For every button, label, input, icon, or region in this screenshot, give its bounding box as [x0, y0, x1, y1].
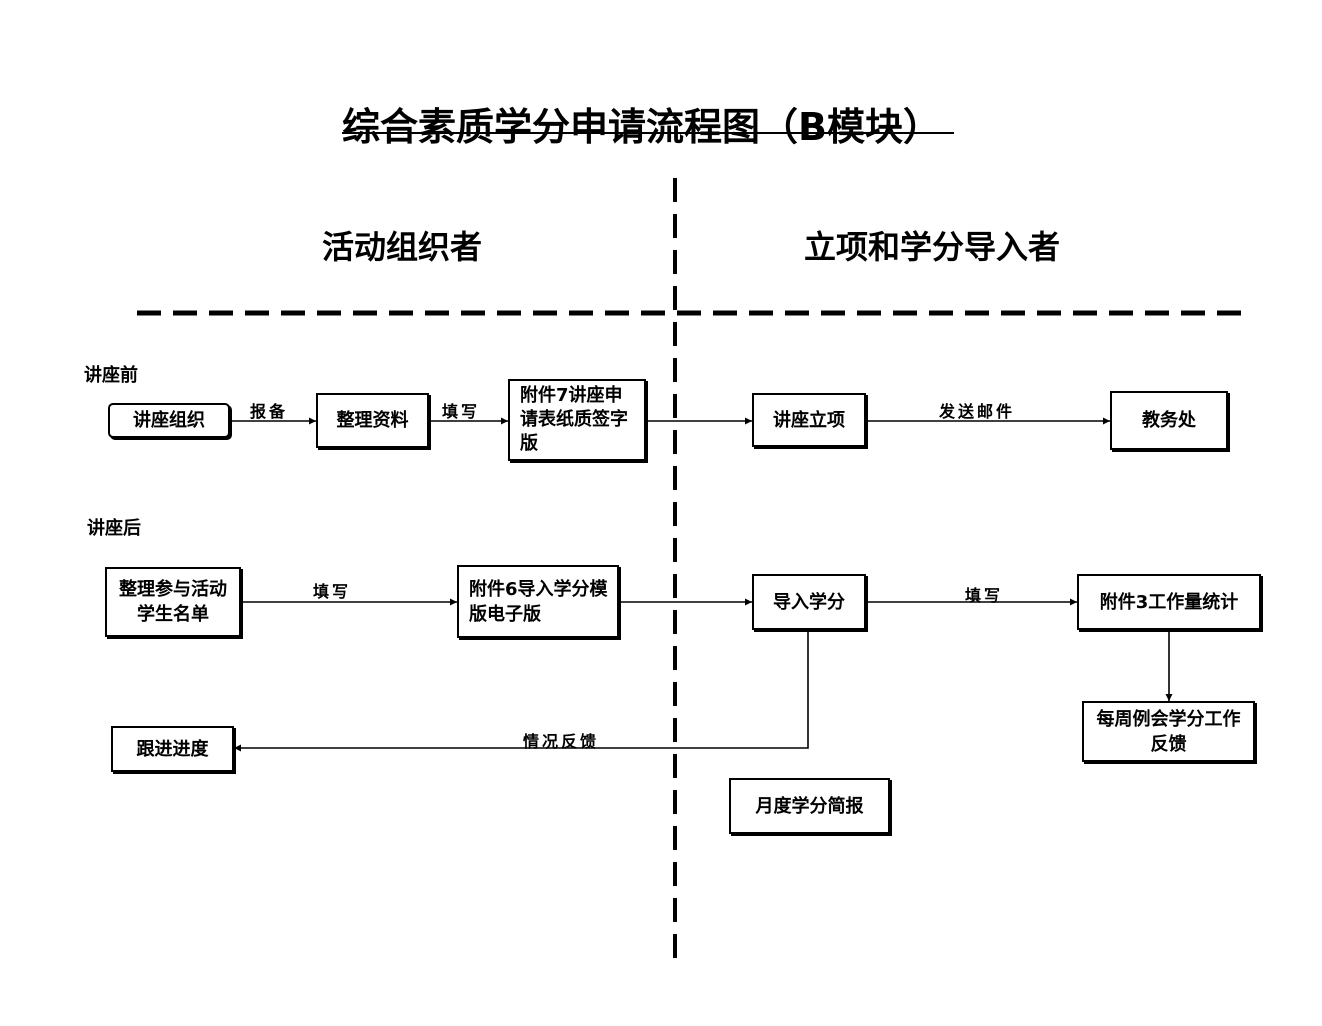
edge-label-fill-3: 填写: [964, 586, 1004, 605]
node-attachment-7: 附件7讲座申请表纸质签字版: [508, 379, 646, 461]
node-lecture-project: 讲座立项: [752, 393, 866, 447]
node-monthly-report: 月度学分简报: [729, 778, 890, 834]
arrow-feedback: [234, 631, 809, 752]
node-weekly-meeting: 每周例会学分工作反馈: [1082, 701, 1255, 762]
title-underline: [342, 132, 954, 134]
node-academic-affairs: 教务处: [1110, 391, 1228, 450]
lane-title-organizer: 活动组织者: [321, 228, 483, 266]
lane-title-importer: 立项和学分导入者: [803, 228, 1061, 266]
edge-label-fill-1: 填写: [441, 402, 481, 421]
section-label-before: 讲座前: [84, 365, 138, 386]
node-attachment-6: 附件6导入学分模版电子版: [457, 565, 619, 638]
edge-label-send-email: 发送邮件: [938, 402, 1016, 421]
node-import-credits: 导入学分: [752, 574, 866, 630]
page-title: 综合素质学分申请流程图（B模块）: [342, 105, 941, 149]
edge-label-report: 报备: [249, 402, 289, 421]
node-organize-student-list: 整理参与活动学生名单: [105, 567, 241, 637]
edge-label-feedback: 情况反馈: [522, 732, 600, 751]
node-attachment-3: 附件3工作量统计: [1077, 574, 1261, 630]
edge-label-fill-2: 填写: [312, 582, 352, 601]
section-label-after: 讲座后: [87, 518, 141, 539]
node-follow-up: 跟进进度: [111, 726, 234, 772]
node-organize-lecture: 讲座组织: [108, 403, 230, 438]
node-organize-materials: 整理资料: [316, 393, 429, 448]
